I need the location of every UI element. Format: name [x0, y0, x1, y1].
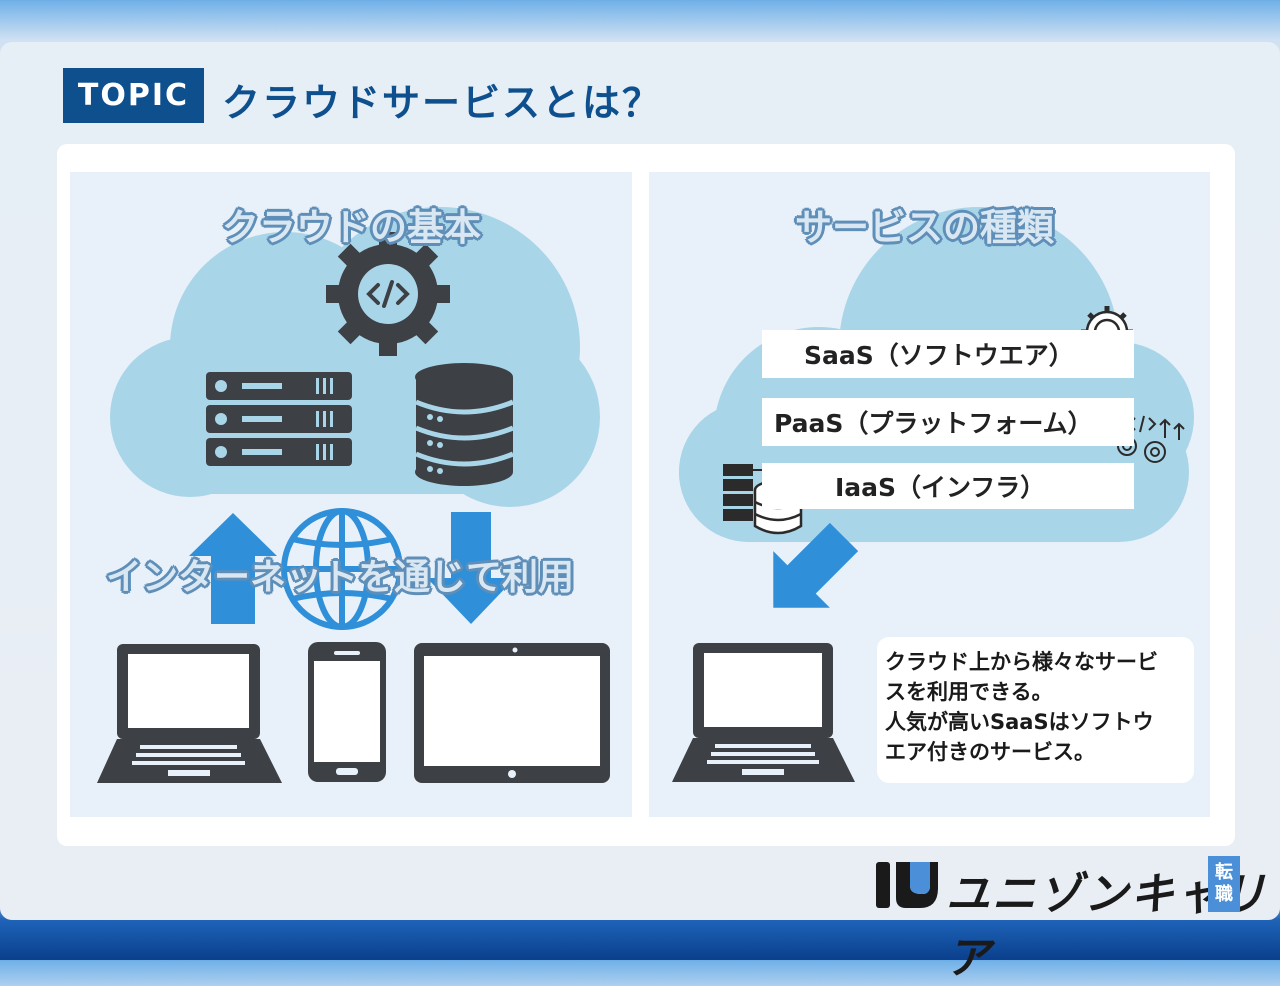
- internet-caption: インターネットを通じて利用: [106, 557, 575, 598]
- logo-tag: 転 職: [1208, 856, 1240, 912]
- saas-label: SaaS（ソフトウエア）: [804, 341, 1074, 370]
- logo-tag-char: 職: [1215, 884, 1233, 905]
- paas-row: PaaS（プラットフォーム）: [762, 398, 1134, 446]
- cloud-basics-illustration: [97, 207, 610, 783]
- service-types-title: サービスの種類: [795, 206, 1054, 249]
- description-line: クラウド上から様々なサービ: [885, 650, 1158, 674]
- server-rack-icon: [206, 372, 352, 466]
- iaas-row: IaaS（インフラ）: [762, 463, 1134, 509]
- globe-icon: [281, 508, 403, 630]
- code-gear-icon: [326, 232, 450, 356]
- cloud-basics-title: クラウドの基本: [222, 206, 481, 249]
- page-title: クラウドサービスとは？: [222, 81, 663, 125]
- logo-tag-char: 転: [1215, 862, 1233, 883]
- cloud-basics-panel: クラウドの基本 インターネットを通じて利用: [70, 172, 632, 817]
- topic-badge: TOPIC: [63, 68, 204, 123]
- smartphone-icon: [308, 642, 386, 782]
- description-line: スを利用できる。: [885, 680, 1053, 704]
- description-box: クラウド上から様々なサービ スを利用できる。 人気が高いSaaSはソフトウ エア…: [877, 637, 1194, 783]
- download-arrow-icon: [427, 512, 515, 624]
- saas-row: SaaS（ソフトウエア）: [762, 330, 1134, 378]
- description-line: エア付きのサービス。: [885, 740, 1095, 764]
- service-types-panel: サービスの種類 SaaS（ソフトウエア） PaaS（プラットフォーム） IaaS…: [649, 172, 1210, 817]
- logo-mark-icon: [876, 862, 938, 908]
- laptop-icon: [672, 643, 855, 782]
- description-line: 人気が高いSaaSはソフトウ: [885, 710, 1154, 734]
- diagonal-arrow-icon: [773, 522, 859, 608]
- tablet-icon: [414, 643, 610, 783]
- laptop-icon: [97, 644, 282, 783]
- upload-arrow-icon: [189, 513, 277, 624]
- paas-label: PaaS（プラットフォーム）: [774, 409, 1093, 438]
- database-icon: [415, 363, 514, 486]
- iaas-label: IaaS（インフラ）: [835, 473, 1046, 502]
